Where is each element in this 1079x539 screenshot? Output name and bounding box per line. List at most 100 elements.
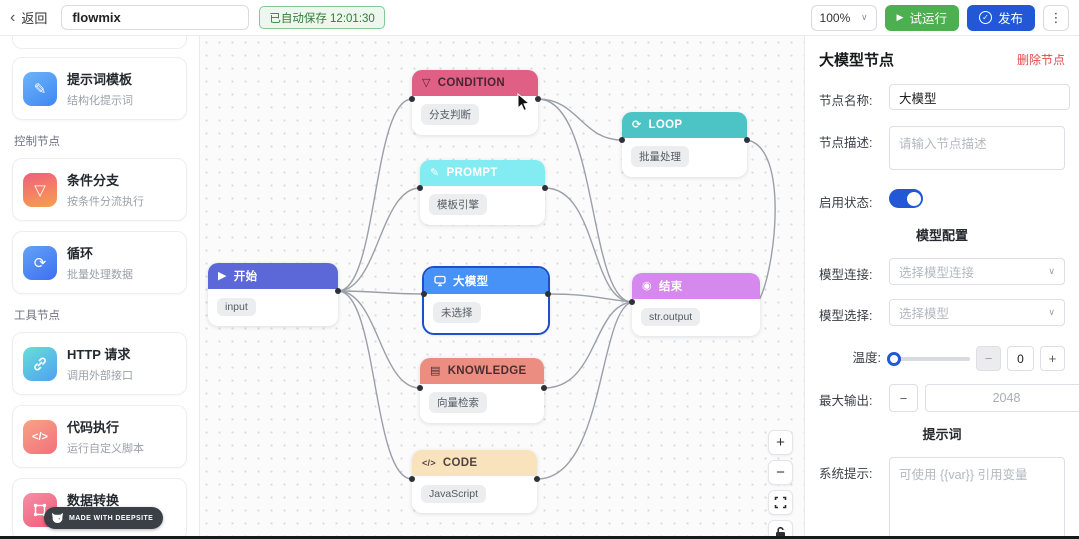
run-label: 试运行 — [909, 12, 947, 26]
zoom-select[interactable]: 100% ∨ — [810, 4, 877, 31]
canvas-controls: + − — [768, 430, 793, 536]
back-label: 返回 — [21, 11, 48, 26]
fit-view-button[interactable] — [768, 490, 793, 515]
edge-code-end[interactable] — [536, 301, 633, 480]
node-tag: 批量处理 — [631, 146, 689, 167]
node-tag: 模板引擎 — [429, 194, 487, 215]
code-icon: </> — [422, 457, 436, 468]
system-prompt-textarea[interactable] — [889, 457, 1065, 536]
temperature-value: 0 — [1007, 346, 1034, 371]
palette-item-title: 代码执行 — [67, 420, 120, 435]
node-title: LOOP — [648, 119, 683, 131]
check-circle-icon: ✓ — [978, 11, 992, 24]
node-title: 结束 — [658, 281, 683, 293]
back-chevron-icon: ‹ — [10, 8, 16, 26]
chevron-down-icon: ∨ — [1048, 266, 1055, 276]
max-output-input[interactable] — [925, 384, 1079, 412]
chevron-down-icon: ∨ — [1048, 307, 1055, 317]
node-tag: input — [217, 298, 256, 316]
node-loop[interactable]: ⟳LOOP 批量处理 — [622, 112, 747, 177]
max-decrement-button[interactable]: − — [889, 384, 918, 412]
palette-item-desc: 运行自定义脚本 — [67, 443, 144, 455]
node-condition[interactable]: ▽CONDITION 分支判断 — [412, 70, 538, 135]
properties-panel: 大模型节点 删除节点 节点名称: 节点描述: 启用状态: 模型配置 模型连接: … — [804, 36, 1079, 536]
node-prompt[interactable]: ✎ PROMPT 模板引擎 — [420, 160, 545, 225]
pencil-icon: ✎ — [23, 71, 57, 106]
flow-canvas[interactable]: ▶开始 input ▽CONDITION 分支判断 ⟳LOOP 批量处理 ✎ PR… — [200, 36, 804, 536]
palette-item-code-exec[interactable]: </> 代码执行 运行自定义脚本 — [12, 405, 187, 468]
workflow-title-input[interactable] — [61, 5, 250, 30]
delete-node-link[interactable]: 删除节点 — [1016, 53, 1065, 67]
edge-condition-loop[interactable] — [537, 98, 623, 141]
node-tag: str.output — [641, 308, 701, 326]
model-config-section-title: 模型配置 — [915, 228, 968, 243]
zoom-value: 100% — [819, 10, 851, 25]
model-connection-value: 选择模型连接 — [899, 266, 975, 280]
palette-item-desc: 结构化提示词 — [67, 95, 133, 107]
palette-item-loop[interactable]: ⟳ 循环 批量处理数据 — [12, 231, 187, 294]
edge-knowledge-end[interactable] — [543, 301, 633, 389]
zoom-out-button[interactable]: − — [768, 460, 793, 485]
model-conn-label: 模型连接: — [819, 268, 873, 282]
node-title: PROMPT — [446, 167, 498, 179]
node-name-input[interactable] — [889, 84, 1070, 110]
edge-start-llm[interactable] — [337, 290, 425, 295]
node-knowledge[interactable]: ▤KNOWLEDGE 向量检索 — [420, 358, 544, 423]
prompt-section-title: 提示词 — [922, 427, 962, 442]
more-menu-button[interactable]: ⋮ — [1043, 4, 1069, 31]
palette-item-http[interactable]: HTTP 请求 调用外部接口 — [12, 332, 187, 395]
palette-item-desc: 调用外部接口 — [67, 370, 133, 382]
deepsite-logo-icon — [51, 512, 64, 524]
run-button[interactable]: ▶ 试运行 — [884, 4, 959, 31]
link-icon — [23, 346, 57, 381]
lock-button[interactable] — [768, 520, 793, 536]
palette-card-clipped[interactable] — [12, 36, 187, 49]
node-title: CODE — [442, 457, 478, 469]
palette-item-prompt-template[interactable]: ✎ 提示词模板 结构化提示词 — [12, 57, 187, 120]
node-tag: 未选择 — [433, 302, 481, 323]
code-icon: </> — [23, 419, 57, 454]
section-label-tools: 工具节点 — [14, 310, 60, 322]
made-with-badge[interactable]: MADE WITH DEEPSITE — [44, 507, 164, 529]
edge-start-knowledge[interactable] — [337, 290, 421, 389]
node-start[interactable]: ▶开始 input — [208, 263, 338, 326]
window-bottom-edge — [0, 536, 1079, 539]
node-title: 大模型 — [453, 276, 489, 288]
temp-decrement-button[interactable]: − — [976, 346, 1001, 371]
node-end[interactable]: ◉ 结束 str.output — [632, 273, 760, 336]
node-desc-textarea[interactable] — [889, 126, 1065, 170]
palette-item-title: HTTP 请求 — [67, 347, 131, 362]
publish-button[interactable]: ✓ 发布 — [966, 4, 1035, 31]
node-llm-selected[interactable]: 大模型 未选择 — [424, 268, 548, 333]
edge-llm-end[interactable] — [547, 293, 633, 303]
play-icon: ▶ — [896, 12, 904, 22]
palette-item-desc: 按条件分流执行 — [67, 196, 144, 208]
edge-loop-end[interactable] — [746, 139, 776, 301]
edge-start-condition[interactable] — [337, 98, 413, 292]
target-icon: ◉ — [642, 279, 652, 292]
enabled-toggle[interactable] — [889, 189, 923, 208]
palette-item-title: 数据转换 — [67, 493, 120, 508]
refresh-icon: ⟳ — [23, 245, 57, 280]
node-code[interactable]: </>CODE JavaScript — [412, 450, 537, 513]
edge-prompt-end[interactable] — [544, 187, 633, 303]
edges-layer — [337, 98, 776, 480]
slider-thumb[interactable] — [887, 351, 901, 366]
panel-title: 大模型节点 — [819, 52, 895, 69]
edge-condition-end[interactable] — [537, 98, 633, 303]
zoom-in-button[interactable]: + — [768, 430, 793, 455]
max-output-label: 最大输出: — [819, 394, 873, 408]
temperature-slider[interactable] — [887, 351, 970, 366]
model-connection-select[interactable]: 选择模型连接 ∨ — [889, 258, 1065, 285]
palette-item-condition[interactable]: ▽ 条件分支 按条件分流执行 — [12, 158, 187, 221]
edge-start-prompt[interactable] — [337, 187, 421, 292]
back-button[interactable]: ‹ 返回 — [10, 8, 47, 27]
pencil-icon: ✎ — [430, 166, 440, 179]
edge-start-code[interactable] — [337, 290, 413, 480]
model-select[interactable]: 选择模型 ∨ — [889, 299, 1065, 326]
temp-increment-button[interactable]: + — [1040, 346, 1065, 371]
system-prompt-label: 系统提示: — [819, 467, 873, 481]
play-circle-icon: ▶ — [218, 269, 227, 282]
made-with-label: MADE WITH DEEPSITE — [69, 514, 154, 522]
